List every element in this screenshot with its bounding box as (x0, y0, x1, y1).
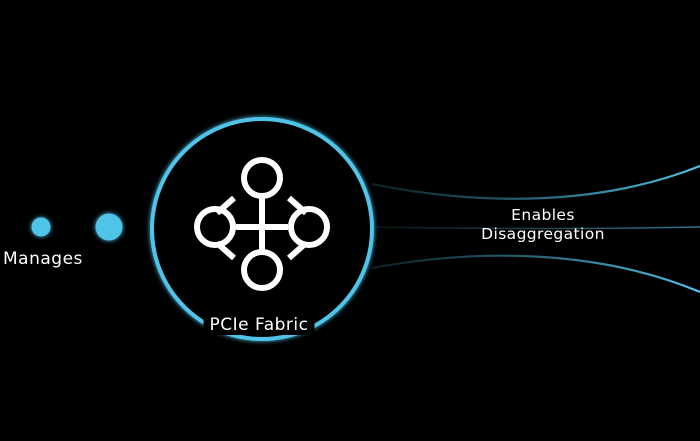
enables-label-line1: Enables (511, 206, 575, 224)
fanout-line-middle (371, 226, 700, 230)
fanout-line-top (371, 164, 700, 200)
left-connector (0, 213, 152, 241)
connector-node-large (95, 213, 123, 241)
enables-label-line2: Disaggregation (481, 225, 605, 243)
pcie-fabric-label: PCIe Fabric (203, 315, 315, 335)
connector-node-small (31, 217, 51, 237)
enables-disaggregation-label: Enables Disaggregation (481, 206, 605, 244)
fanout-line-bottom (371, 254, 700, 294)
right-connectors (371, 164, 700, 294)
manages-label: Manages (3, 249, 83, 269)
network-fabric-icon (194, 157, 330, 291)
